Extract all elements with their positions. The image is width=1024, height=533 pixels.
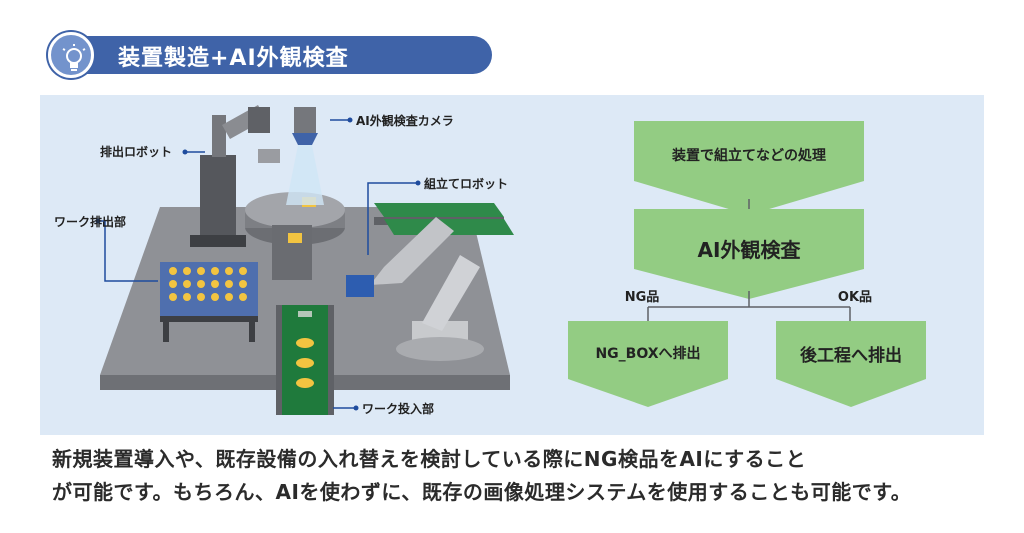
label-work-input: ワーク投入部 bbox=[362, 402, 435, 416]
description-line1: 新規装置導入や、既存設備の入れ替えを検討している際にNG検品をAIにすること bbox=[52, 447, 807, 471]
flow-ng-label: NG品 bbox=[624, 290, 660, 305]
eject-robot-column bbox=[200, 155, 236, 241]
illustration-panel: 排出ロボット AI外観検査カメラ 組立てロボット ワーク排出部 ワーク投入部 装… bbox=[40, 95, 984, 435]
header-title: 装置製造+AI外観検査 bbox=[118, 46, 349, 71]
header-bar bbox=[72, 36, 492, 74]
flow-ok-label: OK品 bbox=[837, 290, 873, 305]
label-work-eject: ワーク排出部 bbox=[54, 215, 127, 229]
flow-step1-text: 装置で組立てなどの処理 bbox=[672, 148, 826, 164]
camera-body bbox=[294, 107, 316, 133]
assembly-robot-gripper bbox=[346, 275, 374, 297]
flow-branch-lines bbox=[647, 291, 851, 321]
lightbulb-icon bbox=[48, 32, 94, 78]
machine-illustration bbox=[95, 105, 926, 415]
conveyor-right bbox=[374, 203, 504, 217]
section-header: 装置製造+AI外観検査 bbox=[48, 32, 498, 78]
flow-step1-shape bbox=[634, 121, 864, 215]
flow-ng-box-text: NG_BOXへ排出 bbox=[595, 346, 701, 362]
description-line2: が可能です。もちろん、AIを使わずに、既存の画像処理システムを使用することも可能… bbox=[52, 480, 912, 504]
flow-step2-shape bbox=[634, 209, 864, 299]
label-assembly-robot: 組立てロボット bbox=[424, 177, 509, 191]
flow-next-process-shape bbox=[776, 321, 926, 407]
assembly-robot-arm bbox=[370, 217, 454, 285]
description: 新規装置導入や、既存設備の入れ替えを検討している際にNG検品をAIにすること が… bbox=[52, 443, 1002, 509]
flow-next-process-text: 後工程へ排出 bbox=[800, 346, 902, 366]
flow-step2-text: AI外観検査 bbox=[697, 238, 801, 262]
label-eject-robot: 排出ロボット bbox=[100, 145, 173, 159]
flow-ng-box-shape bbox=[568, 321, 728, 407]
label-ai-camera: AI外観検査カメラ bbox=[356, 114, 454, 128]
camera-light bbox=[286, 145, 324, 205]
